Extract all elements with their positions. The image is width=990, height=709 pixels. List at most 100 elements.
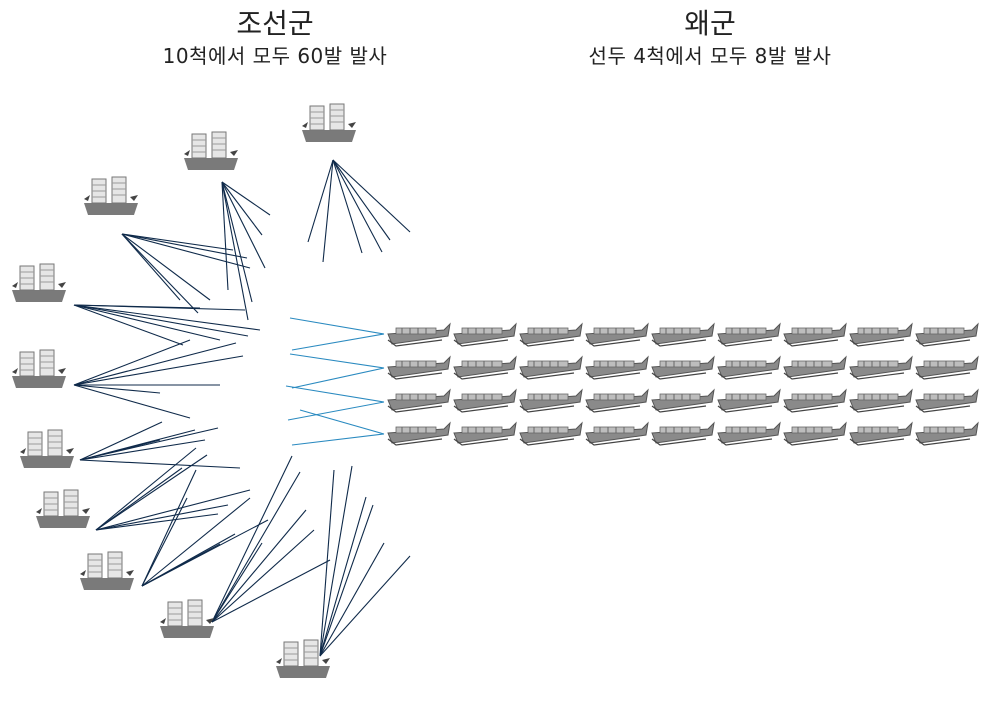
wae-ship [915, 389, 979, 413]
joseon-shot-line [319, 469, 335, 657]
joseon-shot-line [332, 159, 363, 254]
wae-ship [519, 422, 583, 446]
joseon-shot-line [121, 233, 199, 314]
joseon-shot-line [79, 459, 241, 469]
joseon-shot-line [121, 233, 211, 301]
joseon-shot-line [221, 181, 253, 303]
joseon-ship [159, 599, 215, 639]
joseon-shot-line [121, 233, 181, 301]
wae-fire-lines [285, 317, 385, 446]
joseon-shot-line [319, 542, 385, 657]
wae-fleet [387, 323, 979, 446]
joseon-shot-line [95, 454, 208, 531]
wae-ship [453, 389, 517, 413]
joseon-shot-line [141, 497, 251, 587]
joseon-ship [79, 551, 135, 591]
joseon-shot-line [319, 465, 353, 657]
wae-ship [849, 422, 913, 446]
joseon-shot-line [95, 447, 197, 531]
joseon-shot-line [307, 159, 334, 243]
joseon-shot-line [322, 159, 334, 263]
wae-ship [783, 323, 847, 347]
joseon-shot-line [211, 542, 263, 623]
joseon-shot-line [211, 471, 301, 623]
joseon-shot-line [73, 304, 249, 337]
joseon-shot-line [95, 513, 219, 531]
wae-shot-line [289, 353, 385, 369]
wae-ship [717, 356, 781, 380]
joseon-shot-line [211, 559, 331, 623]
joseon-shot-line [221, 181, 263, 236]
joseon-ship [11, 263, 67, 303]
wae-ship [519, 323, 583, 347]
joseon-shot-line [221, 181, 249, 321]
wae-ship [519, 356, 583, 380]
wae-ship [717, 422, 781, 446]
joseon-shot-line [79, 427, 219, 461]
joseon-shot-line [73, 339, 191, 386]
joseon-shot-line [95, 467, 183, 531]
wae-ship [849, 356, 913, 380]
wae-shot-line [289, 317, 385, 335]
wae-title: 왜군 [684, 7, 736, 40]
joseon-shot-line [332, 159, 391, 241]
joseon-shot-line [79, 421, 163, 461]
wae-ship [585, 323, 649, 347]
wae-shot-line [299, 409, 385, 435]
wae-ship [849, 323, 913, 347]
wae-ship [915, 323, 979, 347]
joseon-shot-line [221, 181, 271, 216]
joseon-fleet [11, 103, 357, 679]
joseon-shot-line [95, 504, 229, 531]
joseon-ship [35, 489, 91, 529]
joseon-shot-line [332, 159, 383, 253]
joseon-shot-line [73, 384, 161, 394]
wae-ship [585, 356, 649, 380]
wae-ship [651, 422, 715, 446]
wae-ship [717, 323, 781, 347]
wae-ship [585, 422, 649, 446]
wae-ship [585, 389, 649, 413]
wae-shot-line [291, 333, 385, 351]
joseon-shot-line [319, 555, 411, 657]
wae-subtitle: 선두 4척에서 모두 8발 발사 [588, 44, 832, 68]
wae-ship [387, 422, 451, 446]
wae-header: 왜군 선두 4척에서 모두 8발 발사 [575, 6, 845, 70]
wae-ship [651, 356, 715, 380]
joseon-shot-line [211, 455, 293, 623]
joseon-shot-line [121, 233, 248, 259]
wae-ship [783, 356, 847, 380]
wae-ship [453, 422, 517, 446]
joseon-shot-line [79, 439, 206, 461]
joseon-header: 조선군 10척에서 모두 60발 발사 [150, 6, 400, 70]
joseon-shot-line [73, 304, 221, 341]
joseon-ship [83, 176, 139, 216]
wae-ship [849, 389, 913, 413]
joseon-subtitle: 10척에서 모두 60발 발사 [162, 44, 388, 68]
wae-ship [519, 389, 583, 413]
joseon-shot-line [121, 233, 234, 251]
joseon-shot-line [73, 304, 246, 311]
joseon-shot-line [221, 181, 266, 269]
joseon-shot-line [73, 384, 191, 419]
joseon-shot-line [332, 159, 411, 233]
wae-ship [453, 323, 517, 347]
joseon-title: 조선군 [236, 7, 314, 40]
joseon-ship [19, 429, 75, 469]
joseon-ship [183, 131, 239, 171]
wae-ship [783, 422, 847, 446]
joseon-shot-line [319, 504, 374, 657]
wae-shot-line [287, 401, 385, 421]
joseon-shot-line [95, 489, 251, 531]
joseon-shot-line [221, 181, 229, 291]
wae-ship [915, 422, 979, 446]
joseon-ship [301, 103, 357, 143]
joseon-shot-line [141, 533, 236, 587]
joseon-ship [11, 349, 67, 389]
joseon-shot-line [211, 529, 315, 623]
wae-ship [651, 323, 715, 347]
wae-ship [717, 389, 781, 413]
wae-ship [783, 389, 847, 413]
wae-ship [387, 323, 451, 347]
